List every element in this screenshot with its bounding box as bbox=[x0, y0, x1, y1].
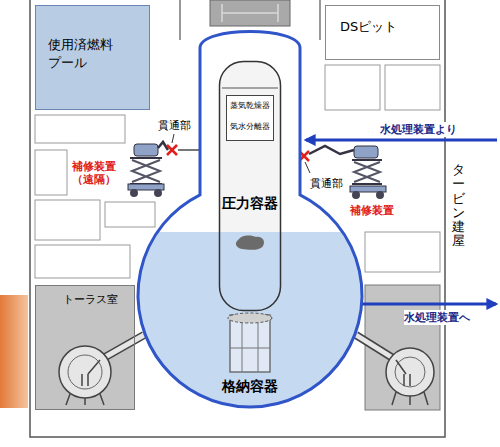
pressure-vessel: 圧力容器 蒸気乾燥器気水分離器 bbox=[218, 60, 282, 312]
torus-room-box: トーラス室 bbox=[35, 285, 135, 410]
part-label: 貫通部 bbox=[158, 118, 191, 133]
device-label: 補修装置 （遠隔） bbox=[72, 160, 122, 186]
vessel-label: 圧力容器 bbox=[222, 195, 278, 213]
building-label: タービン建屋 bbox=[452, 163, 465, 249]
room-label: トーラス室 bbox=[63, 292, 118, 307]
flow-label: 水処理装置より bbox=[380, 122, 457, 137]
component-label: 蒸気乾燥器 bbox=[230, 100, 270, 111]
pit-label: DSピット bbox=[340, 18, 397, 36]
component-label: 気水分離器 bbox=[230, 121, 270, 132]
device-label: 補修装置 bbox=[350, 203, 394, 218]
pool-label: 使用済燃料 プール bbox=[48, 36, 118, 71]
flow-label: 水処理装置へ bbox=[404, 310, 470, 325]
containment-vessel: 格納容器 圧力容器 蒸気乾燥器気水分離器 bbox=[138, 18, 362, 410]
spent-fuel-pool-box: 使用済燃料 プール bbox=[35, 5, 150, 110]
part-label: 貫通部 bbox=[310, 176, 343, 191]
ds-pit-box: DSピット bbox=[325, 5, 440, 60]
containment-label: 格納容器 bbox=[222, 378, 278, 396]
dryer-separator-box: 蒸気乾燥器気水分離器 bbox=[226, 95, 274, 141]
